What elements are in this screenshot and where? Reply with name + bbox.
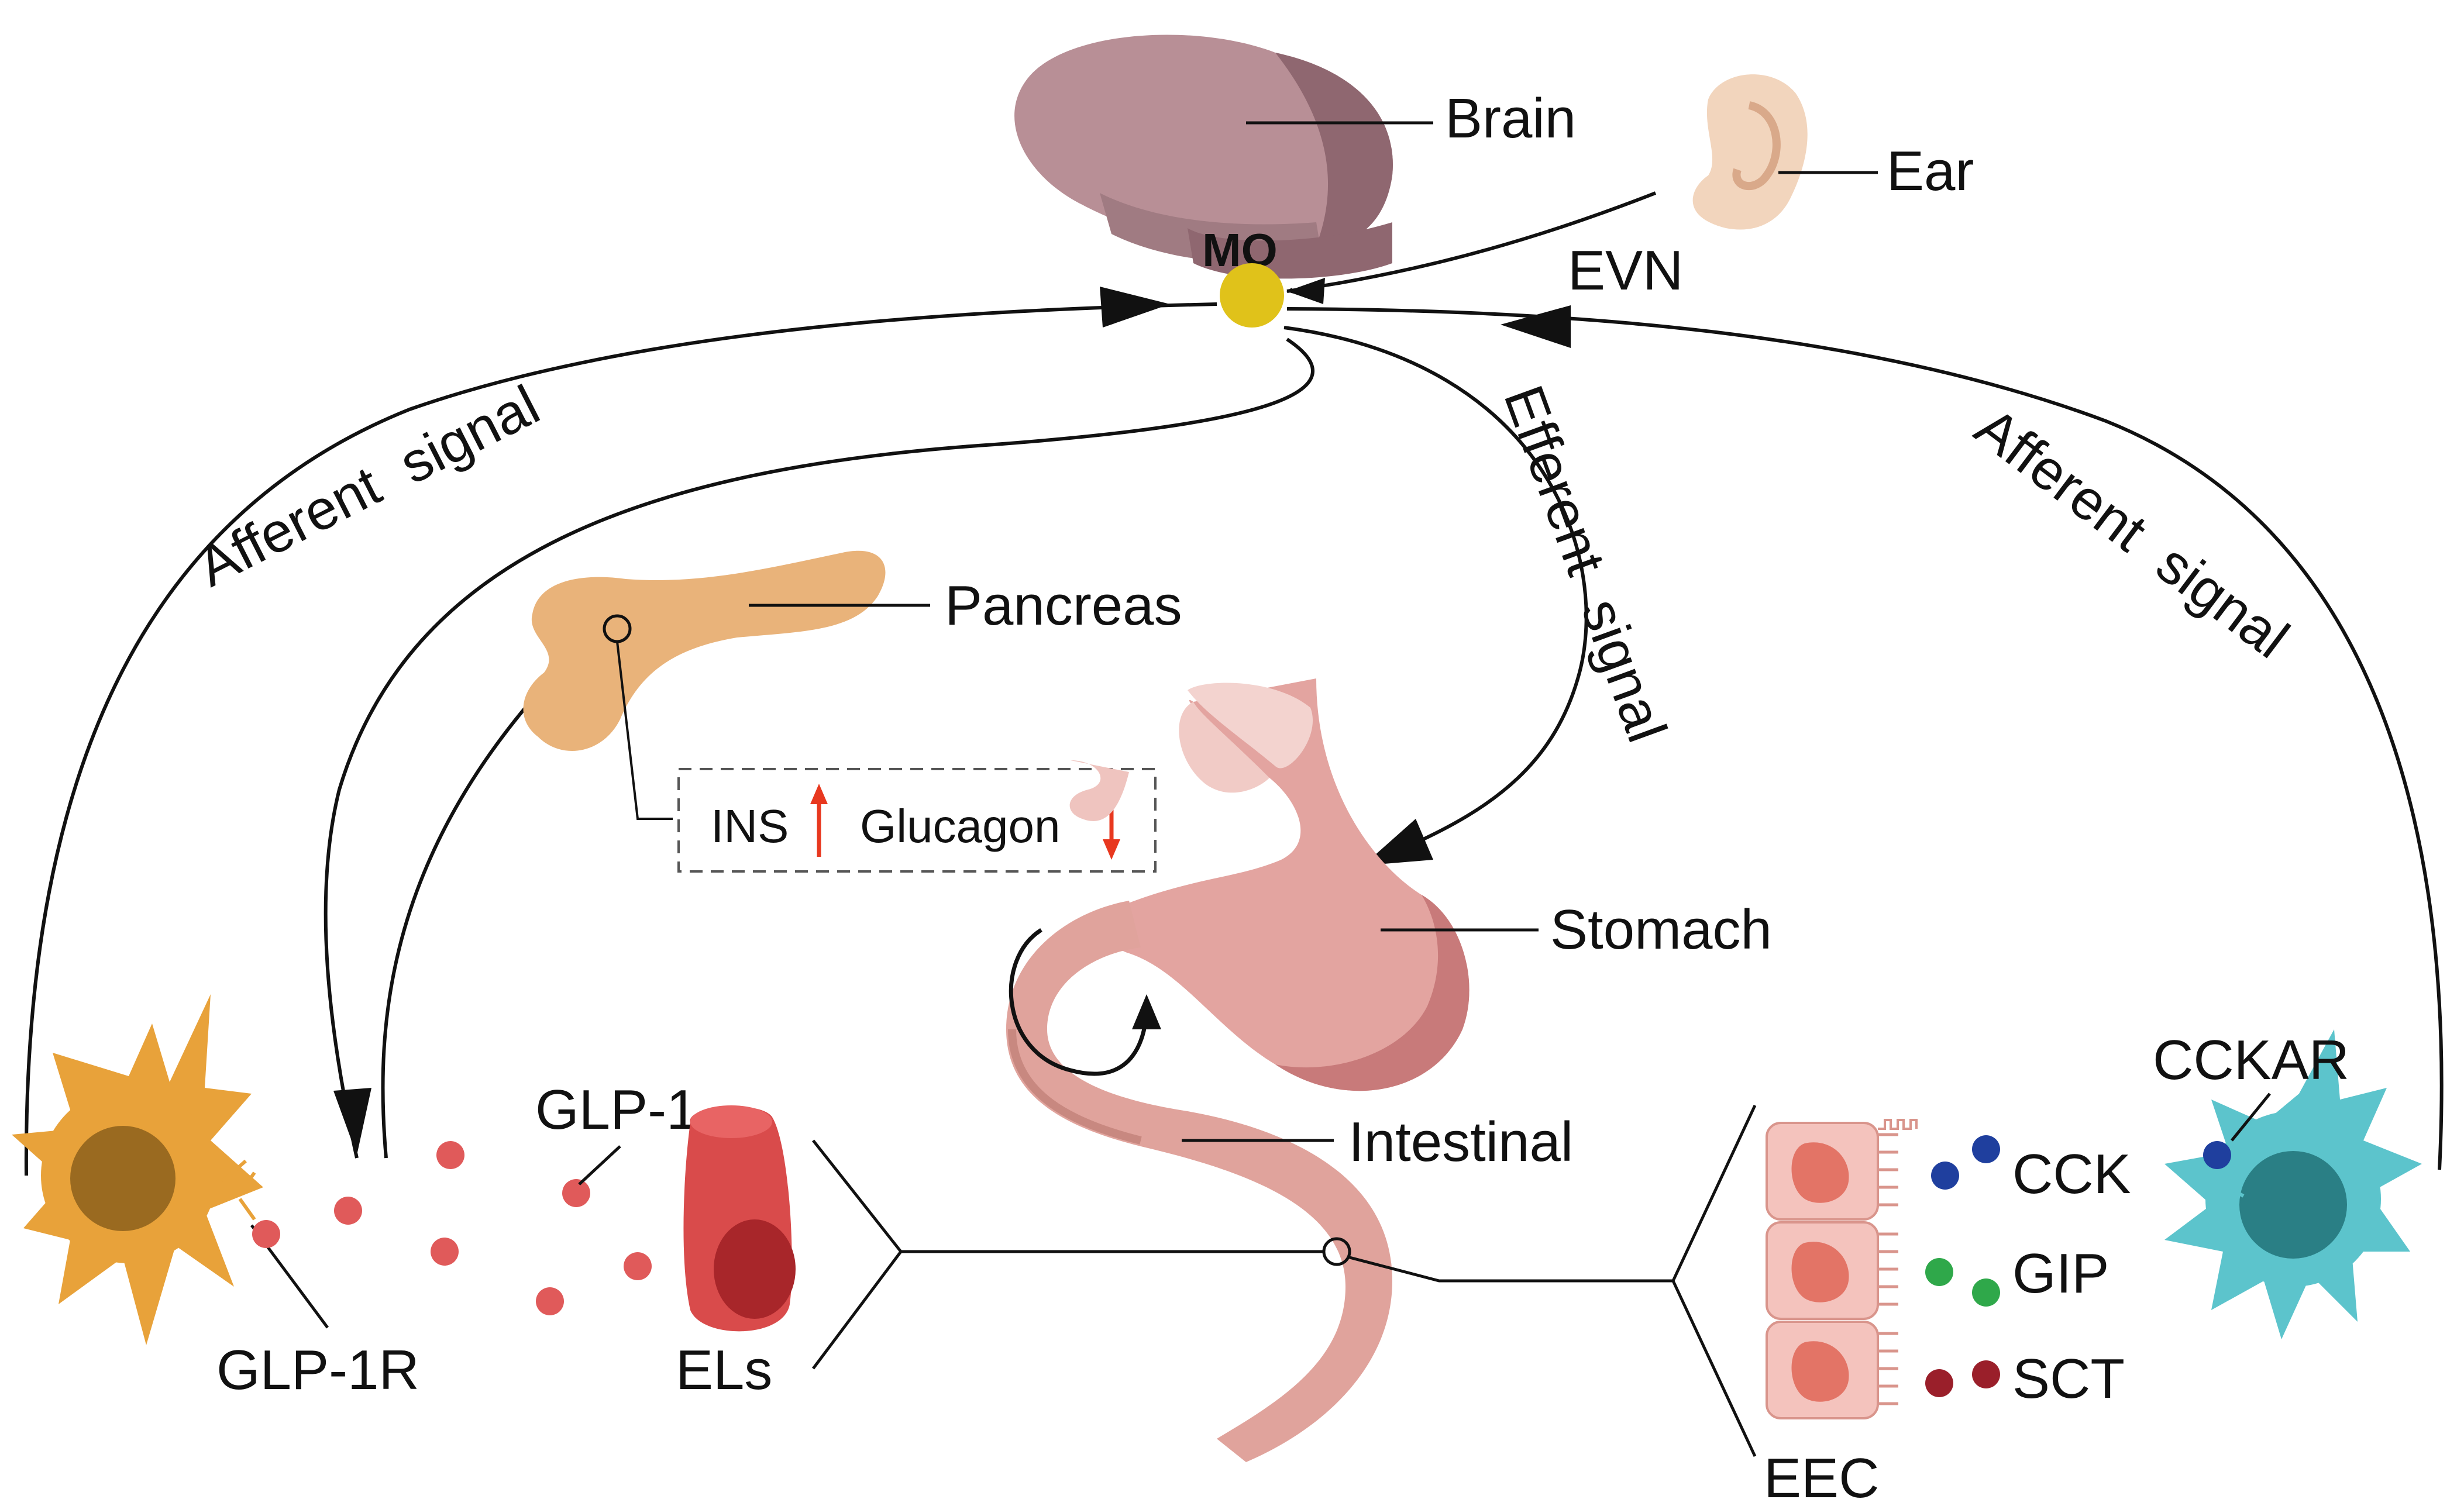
efferent-loop-arc (324, 337, 1314, 1159)
sct-dots (1925, 1360, 2000, 1397)
afferent-right-arc (1286, 307, 2444, 1170)
glp1-label: GLP-1 (535, 1078, 697, 1141)
els-bracket-top (812, 1139, 902, 1253)
afferent-left-arc (24, 302, 1217, 1176)
ear-label: Ear (1887, 140, 1974, 202)
intestine-illustration (1006, 901, 1392, 1462)
eec-connector-line (1349, 1256, 1673, 1283)
brain-label: Brain (1445, 87, 1576, 150)
afferent-left-arrowhead (1100, 287, 1170, 328)
glp1-to-pancreas-arc (381, 659, 569, 1159)
els-illustration (683, 1105, 796, 1332)
motility-loop-arrow (1009, 928, 1149, 1076)
ear-illustration (1692, 74, 1808, 230)
efferent-loop-arrowhead (333, 1088, 371, 1155)
eec-bracket-bottom (1671, 1280, 1757, 1457)
efferent-label: Efferent signal (1492, 378, 1678, 750)
afferent-right-label: Afferent signal (1964, 395, 2300, 670)
glp1r-receptor-icon (211, 1159, 256, 1221)
evn-arrowhead (1287, 278, 1325, 304)
cckar-label: CCKAR (2153, 1029, 2349, 1091)
stomach-illustration (1069, 678, 1470, 1091)
afferent-left-label: Afferent signal (188, 373, 549, 598)
efferent-arc (1283, 326, 1588, 850)
cckar-bound-cck-dot (2203, 1141, 2231, 1169)
ins-label: INS (711, 800, 789, 852)
islet-connector-line (616, 641, 673, 820)
up-arrow-icon (810, 784, 828, 857)
cckar-leader-line (2231, 1093, 2271, 1142)
evn-label: EVN (1568, 239, 1683, 302)
stomach-label: Stomach (1550, 898, 1772, 961)
glp1r-label: GLP-1R (216, 1339, 419, 1401)
motility-loop-arrowhead (1132, 994, 1161, 1029)
gip-dots (1925, 1258, 2000, 1307)
eec-cells-illustration (1766, 1119, 1918, 1419)
hormone-change-box (677, 768, 1157, 873)
evn-arrow (1286, 191, 1657, 294)
glucagon-label: Glucagon (860, 800, 1060, 852)
eec-bracket-top (1671, 1104, 1757, 1282)
afferent-right-arrowhead (1501, 305, 1571, 348)
cckar-receptor-icon (2211, 1157, 2245, 1198)
glp1-leader-line (578, 1145, 621, 1185)
pancreas-illustration (523, 550, 886, 751)
gip-label: GIP (2012, 1242, 2109, 1305)
l-cell-illustration (12, 994, 263, 1345)
mo-node (1220, 263, 1284, 328)
pancreas-label: Pancreas (945, 574, 1182, 637)
glp1-dots (252, 1141, 652, 1315)
cckar-cell-nucleus (2239, 1151, 2347, 1259)
intestinal-label: Intestinal (1348, 1111, 1573, 1173)
efferent-arrowhead (1363, 819, 1433, 866)
brain-illustration (1014, 35, 1393, 279)
cck-label: CCK (2012, 1143, 2131, 1205)
els-label: ELs (676, 1339, 772, 1401)
els-bracket-bottom (812, 1250, 902, 1370)
sct-label: SCT (2012, 1348, 2125, 1410)
eec-label: EEC (1764, 1447, 1879, 1506)
cck-dots (1931, 1135, 2000, 1190)
